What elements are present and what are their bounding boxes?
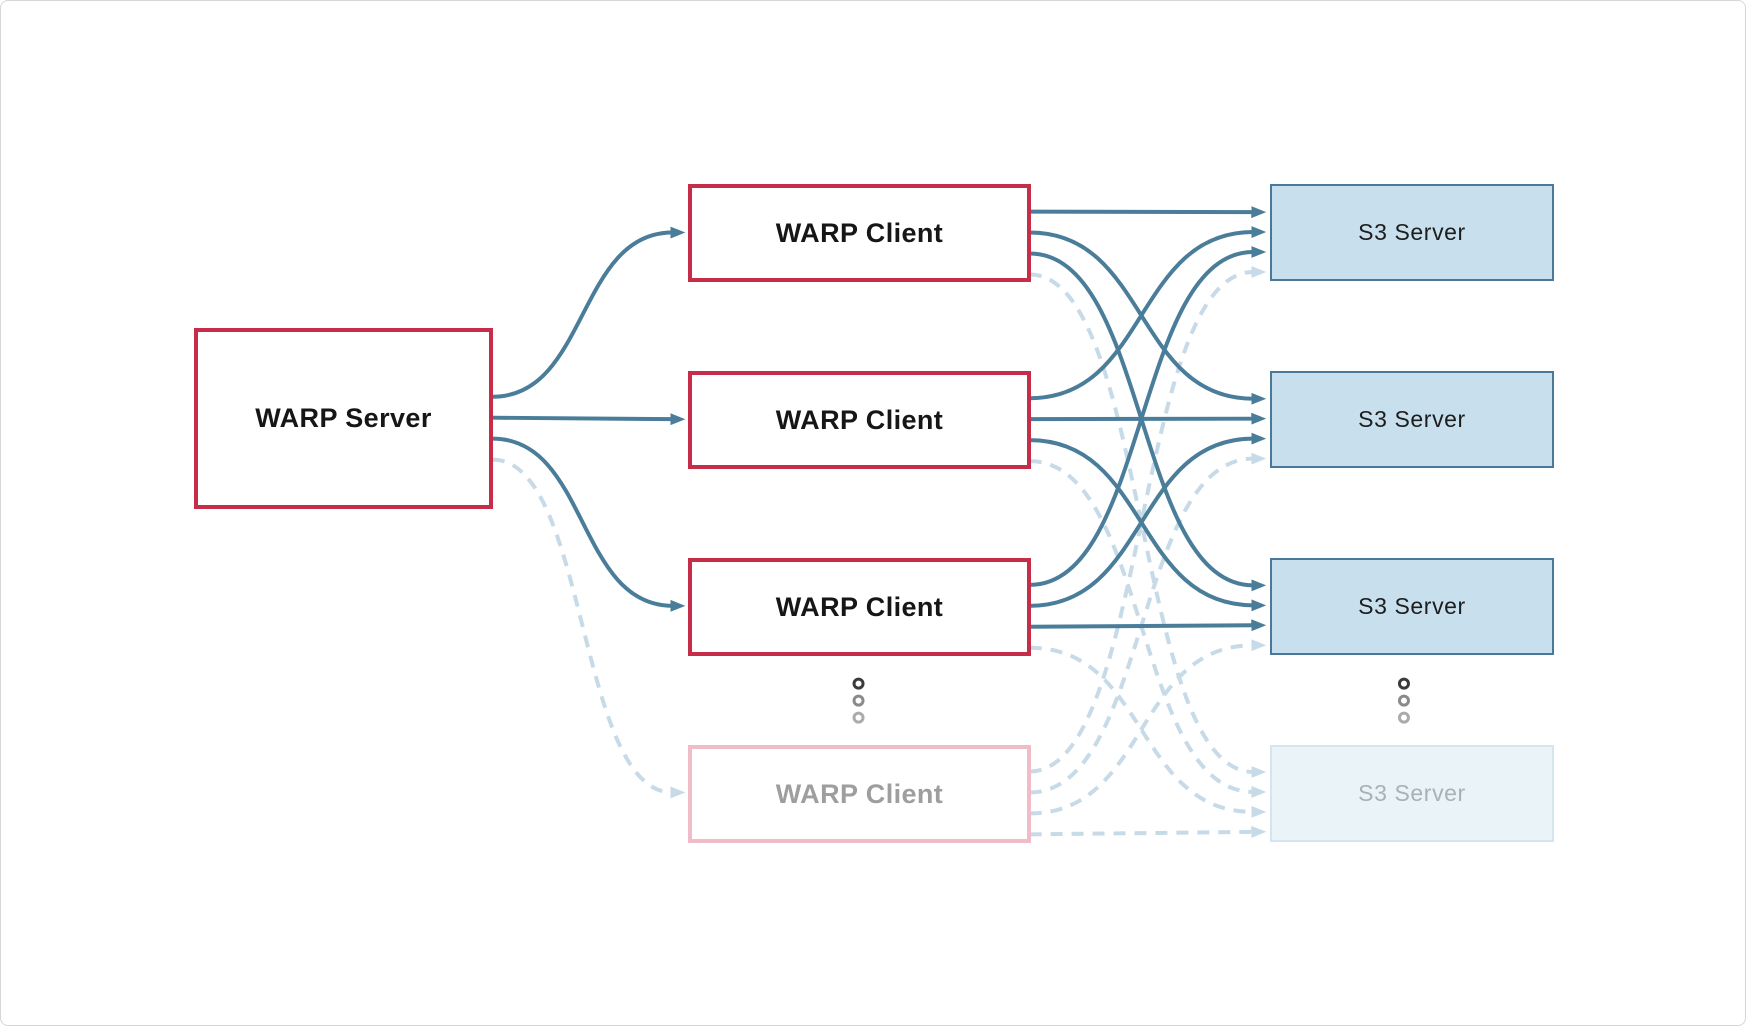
edge-client-0-to-s3-3 — [1029, 272, 1267, 778]
warp-server-label: WARP Server — [255, 403, 432, 433]
warp-client-node-2: WARP Client — [688, 371, 1031, 469]
edge-server-to-client-2 — [492, 436, 686, 612]
edge-client-3-to-s3-2 — [1029, 639, 1267, 816]
ellipsis-dot — [852, 677, 865, 690]
edge-server-to-client-1 — [492, 413, 686, 426]
s3-server-label: S3 Server — [1358, 593, 1466, 619]
warp-client-label-faded: WARP Client — [775, 778, 944, 809]
ellipsis-dot — [1397, 694, 1410, 707]
warp-server-node: WARP Server — [194, 328, 493, 509]
s3-server-label: S3 Server — [1358, 406, 1466, 432]
warp-client-node-3: WARP Client — [688, 558, 1031, 656]
s3-server-node-1: S3 Server — [1270, 184, 1554, 281]
ellipsis-dot — [852, 711, 865, 724]
edge-server-to-client-0 — [492, 226, 686, 399]
warp-client-node-1: WARP Client — [688, 184, 1031, 282]
ellipsis-dots-group — [852, 677, 1410, 724]
warp-client-label: WARP Client — [775, 404, 944, 435]
warp-client-label: WARP Client — [775, 591, 944, 622]
more-s3-servers-ellipsis — [1397, 677, 1410, 724]
s3-server-label: S3 Server — [1358, 219, 1466, 245]
ellipsis-dot — [1397, 677, 1410, 690]
edge-client-3-to-s3-3 — [1029, 825, 1267, 838]
s3-server-node-2: S3 Server — [1270, 371, 1554, 468]
edge-client-2-to-s3-0 — [1029, 246, 1267, 587]
edge-client-2-to-s3-2 — [1029, 619, 1267, 632]
warp-client-label: WARP Client — [775, 217, 944, 248]
s3-server-label-faded: S3 Server — [1358, 780, 1466, 806]
edge-client-1-to-s3-0 — [1029, 226, 1267, 401]
dashed-edges-group — [492, 265, 1267, 838]
ellipsis-dot — [1397, 711, 1410, 724]
edge-client-3-to-s3-0 — [1029, 265, 1267, 774]
more-clients-ellipsis — [852, 677, 865, 724]
s3-server-node-3: S3 Server — [1270, 558, 1554, 655]
ellipsis-dot — [852, 694, 865, 707]
edge-client-2-to-s3-1 — [1029, 432, 1267, 608]
edge-server-to-client-3 — [492, 457, 686, 799]
s3-server-node-more: S3 Server — [1270, 745, 1554, 842]
edge-client-2-to-s3-3 — [1029, 645, 1267, 818]
warp-client-node-more: WARP Client — [688, 745, 1031, 843]
solid-edges-group — [492, 206, 1267, 632]
